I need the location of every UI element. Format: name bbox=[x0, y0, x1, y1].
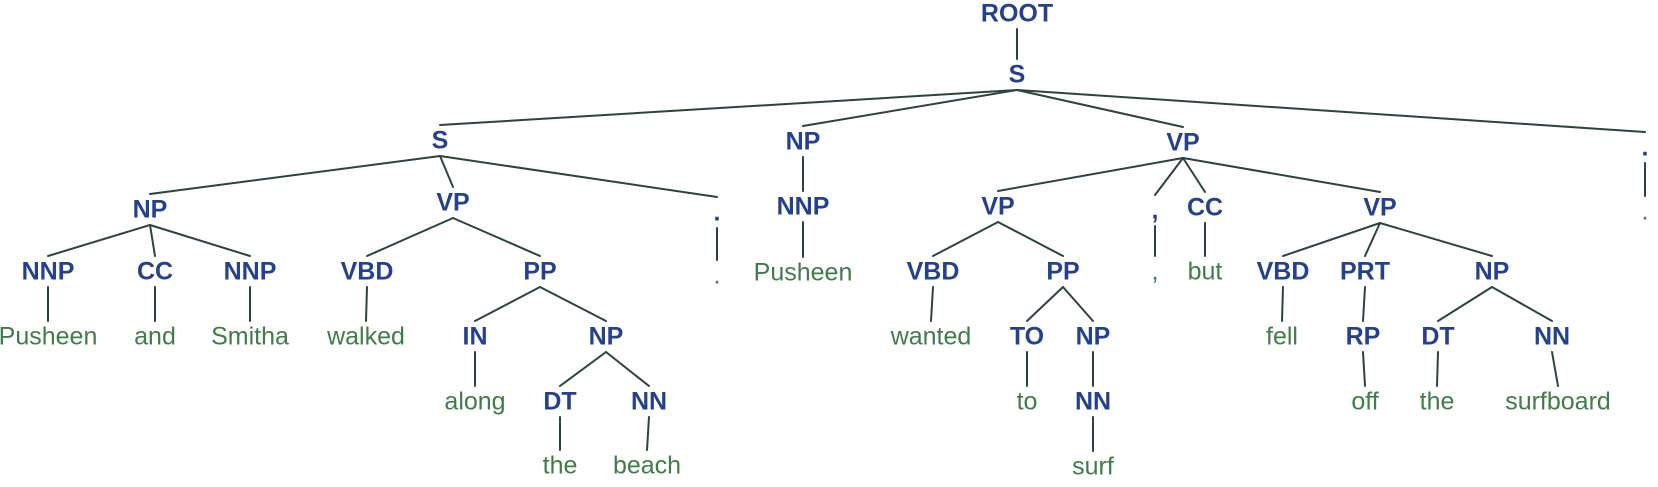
tree-leaf-but: but bbox=[1187, 257, 1223, 286]
tree-tag-nnp: NNP bbox=[223, 257, 277, 286]
tree-edge bbox=[149, 224, 156, 257]
tree-edge bbox=[930, 286, 934, 322]
tree-tag-np: NP bbox=[1075, 322, 1111, 351]
tree-edge bbox=[1362, 351, 1366, 387]
tree-edge bbox=[1551, 351, 1559, 387]
tree-leaf-period: . bbox=[713, 261, 721, 290]
tree-edge bbox=[1379, 222, 1493, 257]
tree-tag-vp: VP bbox=[436, 188, 470, 217]
tree-leaf-to: to bbox=[1016, 387, 1038, 416]
tree-tag-nn: NN bbox=[1533, 322, 1571, 351]
tree-leaf-fell: fell bbox=[1266, 322, 1298, 351]
tree-tag-pp: PP bbox=[523, 257, 557, 286]
tree-edge bbox=[1362, 286, 1366, 322]
tree-leaf-and: and bbox=[134, 322, 176, 351]
tree-edge bbox=[1062, 286, 1094, 322]
tree-edge bbox=[539, 286, 607, 322]
tree-edge bbox=[1154, 157, 1184, 196]
tree-tag-np: NP bbox=[588, 322, 624, 351]
tree-leaf-the: the bbox=[1419, 387, 1455, 416]
tree-tag-nn: NN bbox=[630, 387, 668, 416]
tree-leaf-beach: beach bbox=[612, 451, 682, 480]
tree-tag-cc: CC bbox=[1186, 193, 1224, 222]
tree-tag-in: IN bbox=[462, 322, 488, 351]
tree-edge bbox=[559, 351, 607, 387]
tree-tag-nnp: NNP bbox=[21, 257, 75, 286]
tree-leaf-surfboard: surfboard bbox=[1505, 387, 1611, 416]
tree-tag-period: . bbox=[713, 198, 721, 227]
tree-leaf-pusheen: Pusheen bbox=[753, 258, 853, 287]
tree-edge bbox=[439, 89, 1018, 126]
tree-leaf-period: . bbox=[1641, 197, 1649, 226]
tree-tag-s: S bbox=[1008, 60, 1026, 89]
tree-edge bbox=[932, 221, 999, 257]
tree-tag-rp: RP bbox=[1345, 322, 1381, 351]
tree-edge bbox=[1016, 89, 1646, 133]
tree-leaf-surf: surf bbox=[1072, 452, 1114, 481]
tree-edge bbox=[1182, 157, 1381, 193]
tree-tag-to: TO bbox=[1009, 322, 1045, 351]
tree-tag-vp: VP bbox=[1363, 193, 1397, 222]
tree-edge bbox=[646, 416, 650, 451]
tree-edge bbox=[802, 89, 1018, 127]
tree-tag-nn: NN bbox=[1074, 387, 1112, 416]
tree-tag-np: NP bbox=[785, 127, 821, 156]
tree-tag-cc: CC bbox=[136, 257, 174, 286]
tree-tag-vbd: VBD bbox=[340, 257, 394, 286]
tree-edge bbox=[997, 157, 1184, 192]
tree-tag-vbd: VBD bbox=[1256, 257, 1310, 286]
tree-tag-dt: DT bbox=[1421, 322, 1455, 351]
tree-edge bbox=[149, 224, 251, 257]
tree-edge bbox=[1016, 89, 1184, 128]
tree-tag-vp: VP bbox=[1166, 128, 1200, 157]
tree-leaf-walked: walked bbox=[327, 322, 405, 351]
tree-edge bbox=[997, 221, 1064, 257]
tree-tag-vp: VP bbox=[981, 192, 1015, 221]
tree-leaf-comma: , bbox=[1151, 257, 1159, 286]
tree-edge bbox=[149, 155, 441, 195]
tree-tag-period: . bbox=[1641, 133, 1649, 162]
tree-edge bbox=[1364, 222, 1381, 257]
tree-edge bbox=[365, 286, 368, 322]
tree-tag-np: NP bbox=[1474, 257, 1510, 286]
tree-tag-root: ROOT bbox=[980, 0, 1054, 28]
tree-edge bbox=[47, 224, 151, 257]
tree-edge bbox=[452, 217, 541, 257]
tree-edge bbox=[1282, 222, 1381, 257]
tree-edge bbox=[1436, 351, 1439, 387]
tree-tag-nnp: NNP bbox=[776, 192, 830, 221]
tree-leaf-pusheen: Pusheen bbox=[0, 322, 98, 351]
tree-tag-vbd: VBD bbox=[906, 257, 960, 286]
tree-tag-s: S bbox=[431, 126, 449, 155]
tree-edge bbox=[1026, 286, 1064, 322]
tree-edge bbox=[1491, 286, 1553, 322]
tree-edge bbox=[1281, 286, 1284, 322]
tree-edge bbox=[1182, 157, 1206, 193]
tree-edge bbox=[439, 155, 454, 188]
tree-edge bbox=[1437, 286, 1493, 322]
tree-tag-pp: PP bbox=[1046, 257, 1080, 286]
tree-leaf-along: along bbox=[444, 387, 506, 416]
tree-edge bbox=[439, 155, 718, 198]
tree-tag-dt: DT bbox=[543, 387, 577, 416]
tree-tag-comma: , bbox=[1151, 196, 1159, 225]
tree-tag-prt: PRT bbox=[1340, 257, 1390, 286]
tree-edge bbox=[366, 217, 454, 257]
tree-edge bbox=[474, 286, 541, 322]
tree-leaf-smitha: Smitha bbox=[211, 322, 289, 351]
tree-leaf-the: the bbox=[542, 451, 578, 480]
tree-leaf-wanted: wanted bbox=[890, 322, 972, 351]
tree-tag-np: NP bbox=[132, 195, 168, 224]
tree-edge bbox=[605, 351, 650, 387]
tree-leaf-off: off bbox=[1351, 387, 1379, 416]
